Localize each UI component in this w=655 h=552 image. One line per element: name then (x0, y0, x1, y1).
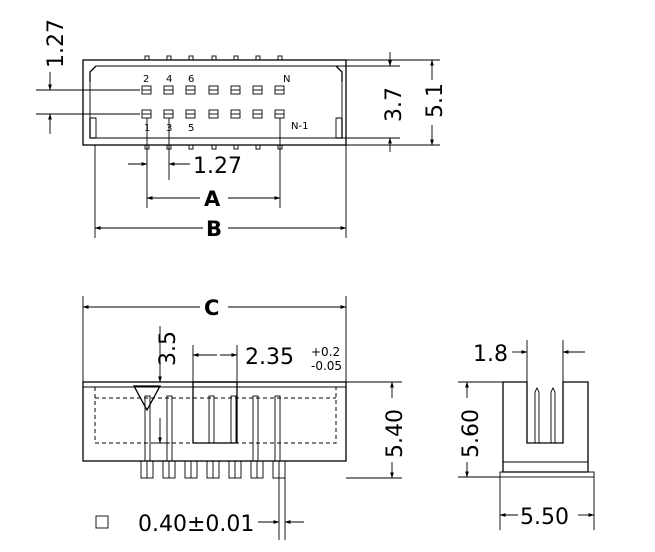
pin-label-2: 2 (143, 74, 149, 85)
dim-pin-height: 3.5 (156, 331, 181, 366)
dim-slot-tol-plus: +0.2 (311, 345, 340, 359)
side-pin-right (550, 386, 556, 443)
dim-side-slot: 1.8 (473, 342, 508, 367)
front-pins (144, 395, 281, 462)
front-pin-feet (140, 460, 286, 479)
dim-pitch-vertical: 1.27 (44, 19, 69, 68)
pin1-triangle-marker (132, 385, 162, 412)
side-view: 1.8 5.60 5.50 (458, 340, 595, 530)
dim-side-width: 5.50 (520, 505, 569, 530)
side-view-base (499, 471, 595, 478)
pin-label-4: 4 (166, 74, 172, 85)
pin-label-n: N (283, 74, 290, 85)
latch-top-right (335, 65, 343, 82)
pin-label-n-1: N-1 (291, 121, 308, 132)
pin-label-5: 5 (188, 123, 194, 134)
pin-row-even (141, 85, 285, 95)
latch-bottom-right (336, 118, 343, 139)
pin-row-odd (141, 109, 285, 119)
pin-label-6: 6 (188, 74, 194, 85)
dim-pitch-horizontal: 1.27 (193, 154, 242, 179)
dim-outer-height: 5.1 (423, 83, 448, 118)
dim-slot-width: 2.35 (245, 345, 294, 370)
top-pin-tails (144, 55, 283, 61)
dim-front-height: 5.40 (383, 409, 408, 458)
square-symbol-icon (95, 515, 109, 529)
polarization-slot (192, 381, 238, 444)
dim-c-label: C (204, 296, 219, 320)
dim-side-height: 5.60 (459, 409, 484, 458)
dim-a-label: A (204, 187, 221, 211)
dim-b-label: B (206, 217, 222, 241)
pin-square-note: 0.40±0.01 (138, 512, 254, 537)
dim-slot-tol-minus: -0.05 (311, 359, 342, 373)
side-pin-left (534, 386, 540, 443)
latch-bottom-left (89, 118, 96, 139)
top-view-outer-body (82, 59, 347, 146)
side-view-body (502, 381, 589, 473)
top-view: 2 4 6 N 1 3 5 N-1 1.27 3.7 5.1 1.27 (36, 19, 448, 241)
front-view-hidden-cavity (94, 387, 337, 444)
dim-inner-height: 3.7 (382, 87, 407, 122)
latch-top-left (89, 65, 97, 82)
front-view: C (82, 296, 408, 540)
front-view-body (82, 381, 347, 462)
